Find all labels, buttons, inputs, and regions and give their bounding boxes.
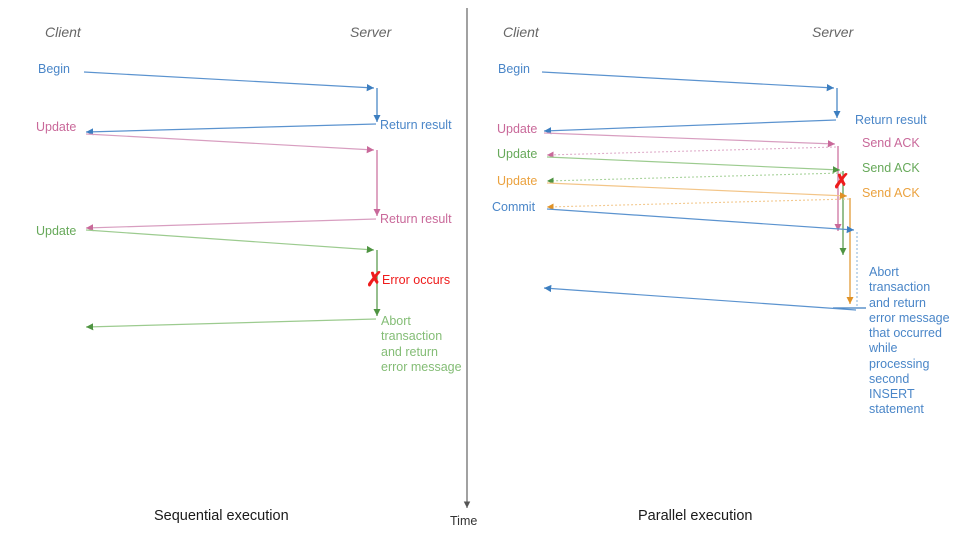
panel-sequential-server-header: Server — [350, 24, 392, 40]
arrow-return-result — [543, 119, 837, 135]
arrow-abort — [543, 284, 857, 311]
label-return-result-1: Return result — [380, 118, 452, 132]
label-return-result: Return result — [855, 113, 927, 127]
label-send-ack-3: Send ACK — [862, 186, 920, 200]
label-commit: Commit — [492, 200, 536, 214]
arrow-begin — [541, 71, 835, 92]
arrow-update-3 — [546, 182, 848, 200]
panel-parallel-server-header: Server — [812, 24, 854, 40]
error-x-icon: ✗ — [833, 171, 850, 193]
arrow-update-2 — [546, 156, 841, 174]
label-error-occurs: Error occurs — [382, 273, 451, 287]
arrow-send-ack-1 — [546, 146, 837, 159]
arrow-return-result-1 — [85, 123, 377, 136]
label-update-2: Update — [497, 147, 538, 161]
label-abort-block: Abort transaction and return error messa… — [869, 265, 950, 417]
arrow-update-1 — [85, 133, 375, 154]
arrow-return-result-2 — [85, 218, 377, 232]
arrow-update-1 — [543, 132, 836, 148]
label-update-1: Update — [36, 120, 77, 134]
arrow-update-2 — [85, 229, 375, 254]
label-send-ack-2: Send ACK — [862, 161, 920, 175]
label-update-1: Update — [497, 122, 538, 136]
error-x-icon: ✗ — [366, 269, 383, 291]
panel-parallel-client-header: Client — [503, 24, 539, 40]
panel-sequential-client-header: Client — [45, 24, 81, 40]
panel-sequential-arrows — [83, 71, 381, 331]
label-begin: Begin — [498, 62, 530, 76]
label-return-result-2: Return result — [380, 212, 452, 226]
panel-sequential-caption: Sequential execution — [154, 508, 289, 524]
arrow-send-ack-2 — [546, 172, 843, 185]
arrow-send-ack-3 — [546, 198, 850, 211]
label-send-ack-1: Send ACK — [862, 136, 920, 150]
label-update-3: Update — [497, 174, 538, 188]
label-abort-block: Abort transaction and return error messa… — [381, 314, 462, 374]
arrow-commit — [546, 208, 855, 234]
label-update-2: Update — [36, 224, 77, 238]
arrow-begin — [83, 71, 375, 92]
arrow-abort — [85, 318, 377, 331]
label-begin: Begin — [38, 62, 70, 76]
time-axis-label: Time — [450, 514, 478, 528]
panel-parallel-caption: Parallel execution — [638, 508, 753, 524]
panel-parallel-arrows — [541, 71, 866, 311]
